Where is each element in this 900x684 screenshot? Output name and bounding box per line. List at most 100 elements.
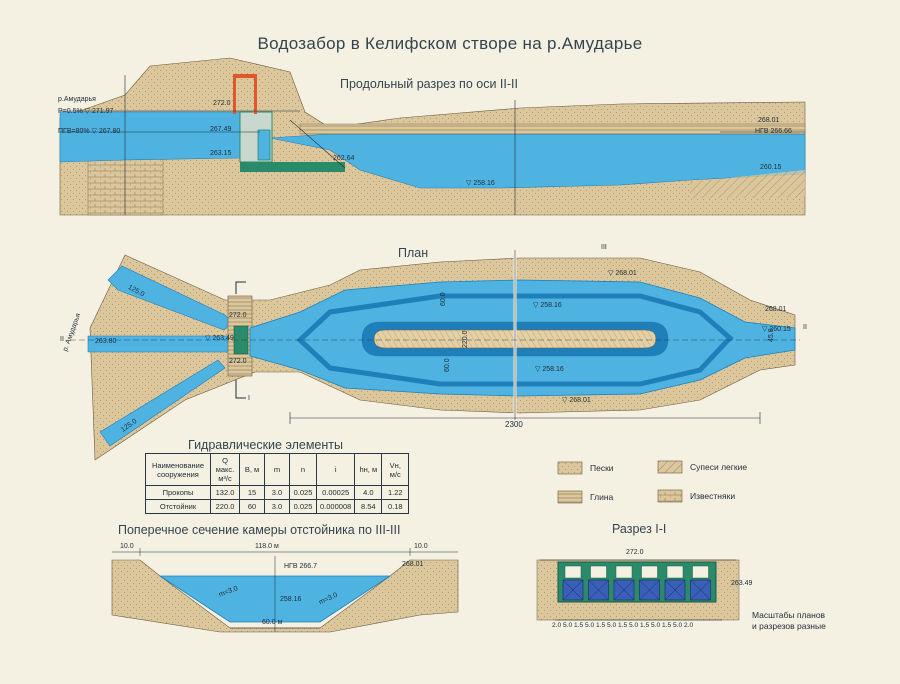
- plan-sec-iii: III: [601, 244, 607, 251]
- scale-note-1: Масштабы планов: [752, 610, 826, 620]
- gate-left-post: [233, 74, 236, 114]
- scale-note-2: и разрезов разные: [752, 621, 826, 631]
- plan-e272-a: 272.0: [229, 312, 247, 319]
- cell: 0.025: [289, 485, 317, 500]
- col-v: Vн, м/с: [381, 453, 410, 486]
- legend-swatch-loam: [657, 460, 683, 474]
- label-e260-15: 260.15: [760, 164, 782, 171]
- col-q: Q макс. м³/с: [210, 453, 240, 486]
- plan-sec-ii-left: II: [60, 336, 64, 343]
- plan-title: План: [398, 246, 429, 260]
- plan-e268-01-a: ▽ 268.01: [608, 270, 637, 277]
- cell: 0.025: [289, 499, 317, 514]
- plan-lower-channel: [99, 359, 226, 447]
- label-river: р.Амударья: [58, 96, 96, 103]
- longitudinal-section: [59, 57, 806, 216]
- bay-cross: [664, 579, 686, 601]
- cell: 3.0: [264, 485, 290, 500]
- plan-length: 2300: [505, 420, 523, 429]
- bay-cross: [562, 579, 584, 601]
- cross-e268-01: 268.01: [402, 561, 424, 568]
- hydraulic-title: Гидравлические элементы: [188, 438, 343, 452]
- long-bank-strip: [299, 123, 806, 135]
- long-lower-hatch: [690, 170, 805, 198]
- longitudinal-title: Продольный разрез по оси II-II: [340, 77, 518, 91]
- legend-loam: Супеси легкие: [690, 462, 748, 472]
- bay-cross: [588, 579, 609, 601]
- col-h: hн, м: [354, 453, 383, 486]
- col-b: В, м: [239, 453, 265, 486]
- plan-sec-i: I: [248, 395, 250, 402]
- bay-opening: [666, 565, 684, 579]
- plan-w60-b: 60.0: [444, 358, 451, 372]
- cell: 0.18: [381, 499, 410, 514]
- plan-w60-a: 60.0: [440, 292, 447, 306]
- cell: 60: [239, 499, 265, 514]
- cell: 220.0: [210, 499, 240, 514]
- bay-cross: [690, 579, 711, 601]
- label-pgv: ПГВ=80% ▽ 267.80: [58, 128, 121, 135]
- plan-w220: 220.0: [462, 330, 469, 348]
- bay-opening: [615, 565, 633, 579]
- legend-clay: Глина: [590, 492, 614, 502]
- cell: Отстойник: [145, 499, 211, 514]
- cross-w118: 118.0 м: [255, 543, 279, 550]
- plan-e258-16-a: ▽ 258.16: [533, 302, 562, 309]
- table-row: Отстойник 220.0 60 3.0 0.025 0.000008 8.…: [145, 499, 410, 514]
- legend-sand: Пески: [590, 463, 614, 473]
- section-i-e272: 272.0: [626, 549, 644, 556]
- col-n: n: [289, 453, 317, 486]
- headworks-inner: [257, 129, 271, 161]
- plan-e263-80: 263.80: [95, 338, 117, 345]
- legend-swatch-limestone: [657, 489, 683, 503]
- headworks-floor: [240, 162, 345, 172]
- section-i-e263-49: 263.49: [731, 580, 753, 587]
- section-i-dims: 2.0 5.0 1.5 5.0 1.5 5.0 1.5 5.0 1.5 5.0 …: [552, 622, 694, 629]
- plan-e272-b: 272.0: [229, 358, 247, 365]
- label-e263-15: 263.15: [210, 150, 232, 157]
- long-slope: [289, 119, 346, 169]
- cell: 0.00025: [315, 485, 356, 500]
- long-brick-column: [87, 157, 164, 216]
- legend-swatch-clay: [557, 490, 583, 504]
- plan-basin-deep: [296, 293, 734, 387]
- col-name: Наименование сооружения: [145, 453, 211, 486]
- bay-cross: [613, 579, 635, 601]
- bay-opening: [564, 565, 582, 579]
- legend-swatch-sand: [557, 461, 583, 475]
- cell: 4.0: [354, 485, 383, 500]
- cross-ngv: НГВ 266.7: [284, 563, 317, 570]
- cell: 1.22: [381, 485, 410, 500]
- label-p-level: Р=0.5% ▽ 271.97: [58, 108, 114, 115]
- label-ngv: НГВ 266.66: [755, 128, 792, 135]
- page-title: Водозабор в Келифском створе на р.Амудар…: [257, 34, 643, 53]
- col-i: i: [315, 453, 356, 486]
- cross-w10-a: 10.0: [120, 543, 134, 550]
- gate-right-post: [254, 74, 257, 114]
- cross-bottom: 60.0 м: [262, 619, 283, 626]
- label-e272: 272.0: [213, 100, 231, 107]
- cell: Прокопы: [145, 485, 211, 500]
- label-e268-01: 268.01: [758, 117, 780, 124]
- cell: 0.000008: [315, 499, 356, 514]
- plan-e258-16-b: ▽ 258.16: [535, 366, 564, 373]
- table-row: Прокопы 132.0 15 3.0 0.025 0.00025 4.0 1…: [145, 485, 410, 500]
- cross-soil: [111, 559, 459, 633]
- bay-opening: [692, 565, 709, 579]
- cell: 3.0: [264, 499, 290, 514]
- section-i-bays: [562, 565, 711, 601]
- cell: 8.54: [354, 499, 383, 514]
- plan-e268-01-c: 268.01: [765, 306, 787, 313]
- col-m: m: [264, 453, 290, 486]
- plan-view: [70, 250, 800, 461]
- plan-e268-01-b: ▽ 268.01: [562, 397, 591, 404]
- plan-sec-ii-right: II: [803, 324, 807, 331]
- plan-section-i-arrow-bot: [235, 380, 246, 399]
- label-e258-16: ▽ 258.16: [466, 180, 495, 187]
- bay-opening: [641, 565, 658, 579]
- section-i-title: Разрез I-I: [612, 522, 667, 536]
- plan-e260-15: ▽ 260.15: [762, 326, 791, 333]
- cross-section-title: Поперечное сечение камеры отстойника по …: [118, 523, 401, 537]
- label-e267-49: 267.49: [210, 126, 232, 133]
